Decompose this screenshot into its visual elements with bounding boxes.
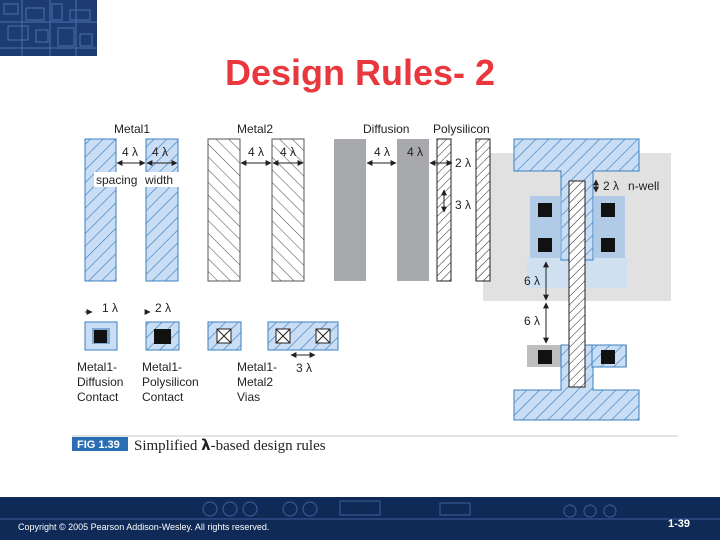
vias-label-1: Metal1- — [237, 360, 277, 374]
metal2-strip-right — [271, 138, 305, 282]
slide-title: Design Rules- 2 — [224, 52, 496, 93]
contact-square — [154, 329, 171, 344]
metal1-strip-left — [84, 138, 117, 282]
page-number: 1-39 — [667, 518, 690, 530]
contact-square — [601, 238, 615, 252]
label-diffusion: Diffusion — [363, 122, 409, 136]
poly-contact-margin-value: 2 λ — [155, 301, 171, 315]
m1-spacing-value: 4 λ — [122, 145, 138, 159]
via-mark-icon — [216, 328, 232, 344]
label-polysilicon: Polysilicon — [433, 122, 490, 136]
label-nwell: n-well — [628, 179, 659, 193]
footer-bar — [0, 497, 720, 540]
m2-spacing-value: 4 λ — [248, 145, 264, 159]
diff-contact-label-1: Metal1- — [77, 360, 117, 374]
spacing-word: spacing — [96, 173, 137, 187]
contact-margin-value: 1 λ — [102, 301, 118, 315]
contact-square — [601, 203, 615, 217]
via-spacing-value: 3 λ — [296, 361, 312, 375]
contact-square — [538, 238, 552, 252]
via-mark-icon — [275, 328, 291, 344]
well-spacing-bottom-value: 6 λ — [524, 314, 540, 328]
well-margin-value: 2 λ — [603, 179, 619, 193]
circuit-logo-icon — [0, 0, 97, 56]
via-mark-icon — [315, 328, 331, 344]
poly-gate — [568, 180, 586, 388]
contact-square — [601, 350, 615, 364]
well-spacing-top-value: 6 λ — [524, 274, 540, 288]
poly-strip-right — [475, 138, 491, 282]
metal2-strip-left — [207, 138, 241, 282]
figure-caption: Simplified λ-based design rules — [134, 436, 326, 454]
poly-contact-label-3: Contact — [142, 390, 184, 404]
m2-width-value: 4 λ — [280, 145, 296, 159]
poly-overlap-value: 3 λ — [455, 198, 471, 212]
contact-square — [538, 203, 552, 217]
diffusion-strip-right — [397, 139, 429, 281]
vias-label-3: Vias — [237, 390, 260, 404]
copyright-text: Copyright © 2005 Pearson Addison-Wesley.… — [18, 522, 270, 532]
label-metal1: Metal1 — [114, 122, 150, 136]
fig-tag-box — [72, 437, 128, 451]
diff-contact-label-2: Diffusion — [77, 375, 123, 389]
contact-square — [538, 350, 552, 364]
label-metal2: Metal2 — [237, 122, 273, 136]
poly-contact-label-1: Metal1- — [142, 360, 182, 374]
circuit-footer-icon — [0, 500, 720, 520]
contact-square — [94, 330, 107, 343]
diff-spacing-value: 4 λ — [374, 145, 390, 159]
m1-width-value: 4 λ — [152, 145, 168, 159]
vias-label-2: Metal2 — [237, 375, 273, 389]
metal1-strip-right — [145, 138, 179, 282]
fig-tag: FIG 1.39 — [77, 439, 120, 451]
diff-contact-label-3: Contact — [77, 390, 119, 404]
diff-poly-value: 4 λ — [407, 145, 423, 159]
header-logo — [0, 0, 97, 56]
poly-contact-label-2: Polysilicon — [142, 375, 199, 389]
diffusion-strip-left — [334, 139, 366, 281]
width-word: width — [144, 173, 173, 187]
poly-width-value: 2 λ — [455, 156, 471, 170]
